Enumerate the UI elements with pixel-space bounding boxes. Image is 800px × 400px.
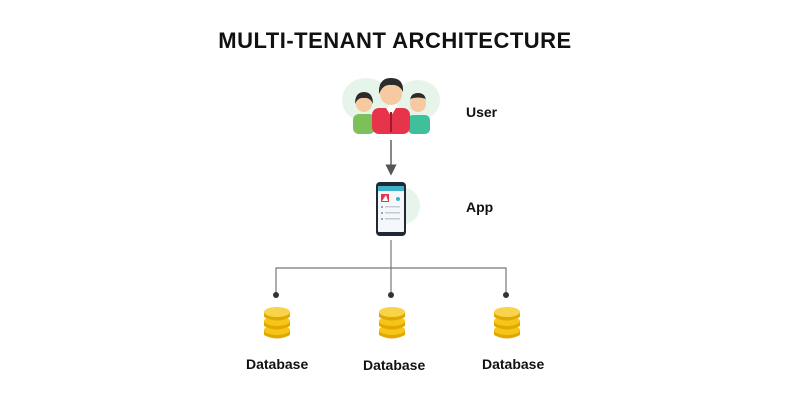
- connector-dot-3: [503, 292, 509, 298]
- database-icon: [264, 307, 290, 339]
- database-icon: [494, 307, 520, 339]
- connector-dot-2: [388, 292, 394, 298]
- users-group-icon: [342, 78, 440, 134]
- edge-bus: [275, 267, 507, 295]
- node-label-database: Database: [482, 356, 545, 372]
- connector-dot-1: [273, 292, 279, 298]
- node-label-database: Database: [363, 357, 426, 373]
- diagram-title: MULTI-TENANT ARCHITECTURE: [218, 28, 572, 53]
- node-label-database: Database: [246, 356, 309, 372]
- node-label-user: User: [466, 104, 498, 120]
- database-icon: [379, 307, 405, 339]
- node-label-app: App: [466, 199, 494, 215]
- smartphone-app-icon: [376, 182, 420, 236]
